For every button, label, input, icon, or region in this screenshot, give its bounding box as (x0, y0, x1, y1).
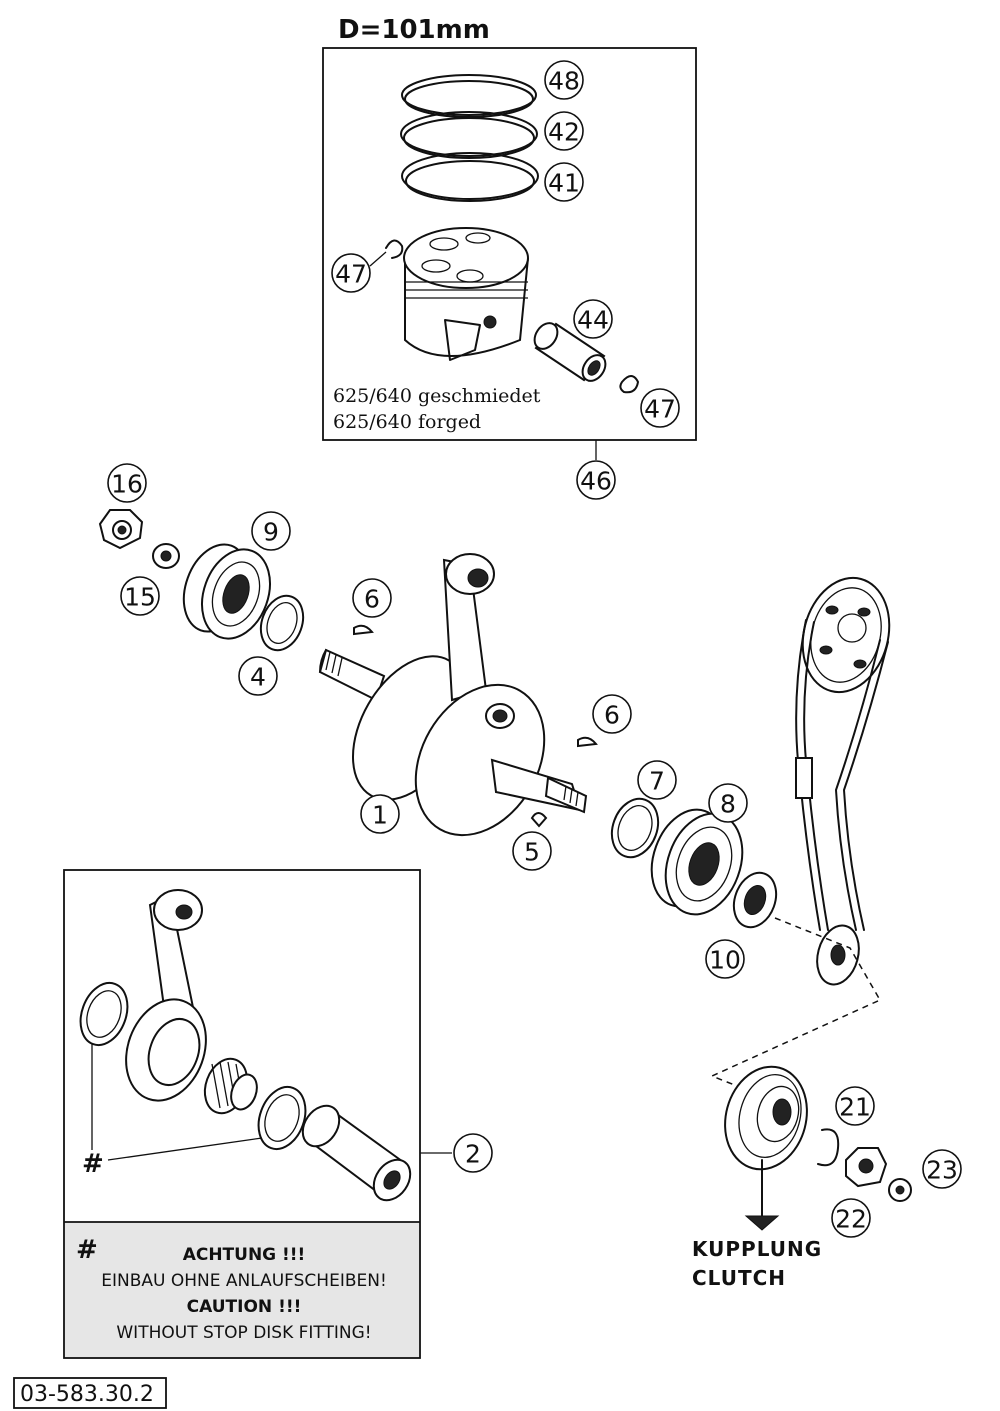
primary-gear (724, 1065, 808, 1171)
piston-kit-box (322, 47, 697, 441)
clutch-label-de: KUPPLUNG (692, 1237, 822, 1261)
callout-48: 48 (544, 60, 584, 100)
caution-panel (65, 1222, 419, 1357)
svg-text:9: 9 (263, 518, 279, 547)
shim-7 (610, 797, 660, 859)
woodruff-key-6-right (577, 736, 598, 748)
callout-5: 5 (512, 831, 552, 871)
callout-42: 42 (544, 111, 584, 151)
washer-15 (152, 543, 180, 569)
crank-pin (301, 1104, 412, 1202)
callout-44: 44 (573, 299, 613, 339)
callout-41: 41 (544, 162, 584, 202)
svg-text:6: 6 (604, 701, 620, 730)
caution-en-title: CAUTION !!! (187, 1297, 302, 1317)
svg-text:8: 8 (720, 790, 736, 819)
callout-10: 10 (705, 939, 745, 979)
svg-text:4: 4 (250, 663, 266, 692)
callout-2: 2 (453, 1133, 493, 1173)
no-thrust-washer-mark: # (82, 1149, 104, 1179)
lock-washer-21 (817, 1128, 840, 1167)
svg-text:10: 10 (709, 946, 741, 975)
nut-23 (888, 1178, 912, 1202)
clutch-label-en: CLUTCH (692, 1266, 786, 1290)
ball-bearing-8 (650, 808, 744, 916)
piston-ring-42 (400, 111, 538, 159)
shaft-seal-10 (732, 871, 778, 929)
svg-text:23: 23 (926, 1156, 958, 1185)
svg-text:1: 1 (372, 801, 388, 830)
svg-text:46: 46 (580, 467, 612, 496)
callout-47-upper: 47 (331, 253, 371, 293)
svg-text:16: 16 (111, 470, 143, 499)
needle-bearing (203, 1057, 258, 1115)
crankshaft-sprocket (816, 924, 860, 986)
caution-en-text: WITHOUT STOP DISK FITTING! (116, 1323, 371, 1343)
svg-text:6: 6 (364, 585, 380, 614)
caution-de-title: ACHTUNG !!! (183, 1245, 306, 1265)
camshaft-sprocket (801, 576, 891, 694)
document-number-box (13, 1377, 167, 1409)
conrod-thrust-washer-upper (79, 982, 129, 1046)
bore-diameter-label: D=101mm (338, 15, 490, 45)
svg-text:47: 47 (644, 395, 676, 424)
woodruff-key-6-left (353, 624, 374, 636)
woodruff-key-5 (530, 812, 548, 828)
piston-ring-48 (401, 74, 537, 118)
svg-text:44: 44 (577, 306, 609, 335)
callout-16: 16 (107, 463, 147, 503)
svg-text:2: 2 (465, 1140, 481, 1169)
callout-46: 46 (576, 460, 616, 500)
piston (403, 227, 529, 361)
callout-7: 7 (637, 760, 677, 800)
timing-chain (795, 619, 889, 931)
svg-text:15: 15 (124, 583, 156, 612)
callout-22: 22 (831, 1198, 871, 1238)
piston-ring-41 (401, 152, 539, 202)
callout-4: 4 (238, 656, 278, 696)
callout-1: 1 (360, 794, 400, 834)
callout-6-upper: 6 (352, 578, 392, 618)
callout-47-lower: 47 (640, 388, 680, 428)
hex-nut-22 (845, 1147, 888, 1188)
caution-de-text: EINBAU OHNE ANLAUFSCHEIBEN! (101, 1271, 387, 1291)
circlip-47-lower (619, 375, 639, 394)
callout-8: 8 (708, 783, 748, 823)
svg-text:42: 42 (548, 118, 580, 147)
svg-text:47: 47 (335, 260, 367, 289)
crankshaft-assembly (318, 553, 588, 837)
piston-label-en: 625/640 forged (333, 411, 481, 433)
svg-text:22: 22 (835, 1205, 867, 1234)
callout-15: 15 (120, 576, 160, 616)
circlip-47-upper (385, 239, 404, 259)
clutch-arrow-head (744, 1215, 780, 1231)
callout-6-lower: 6 (592, 694, 632, 734)
svg-text:41: 41 (548, 169, 580, 198)
conrod-kit-box (63, 869, 421, 1359)
callout-21: 21 (835, 1086, 875, 1126)
connecting-rod (125, 889, 207, 1102)
svg-text:48: 48 (548, 67, 580, 96)
ball-bearing-9 (182, 543, 271, 640)
piston-label-de: 625/640 geschmiedet (333, 385, 541, 407)
document-number: 03-583.30.2 (20, 1382, 154, 1407)
shim-4 (259, 594, 305, 652)
callout-23: 23 (922, 1149, 962, 1189)
svg-text:7: 7 (649, 767, 665, 796)
callout-9: 9 (251, 511, 291, 551)
conrod-thrust-washer-lower (257, 1086, 307, 1150)
hash-leader-lower (107, 1137, 263, 1161)
svg-text:5: 5 (524, 838, 540, 867)
piston-pin (533, 322, 607, 382)
hex-nut-16 (98, 509, 144, 550)
caution-hash-mark: # (76, 1235, 98, 1265)
svg-text:21: 21 (839, 1093, 871, 1122)
